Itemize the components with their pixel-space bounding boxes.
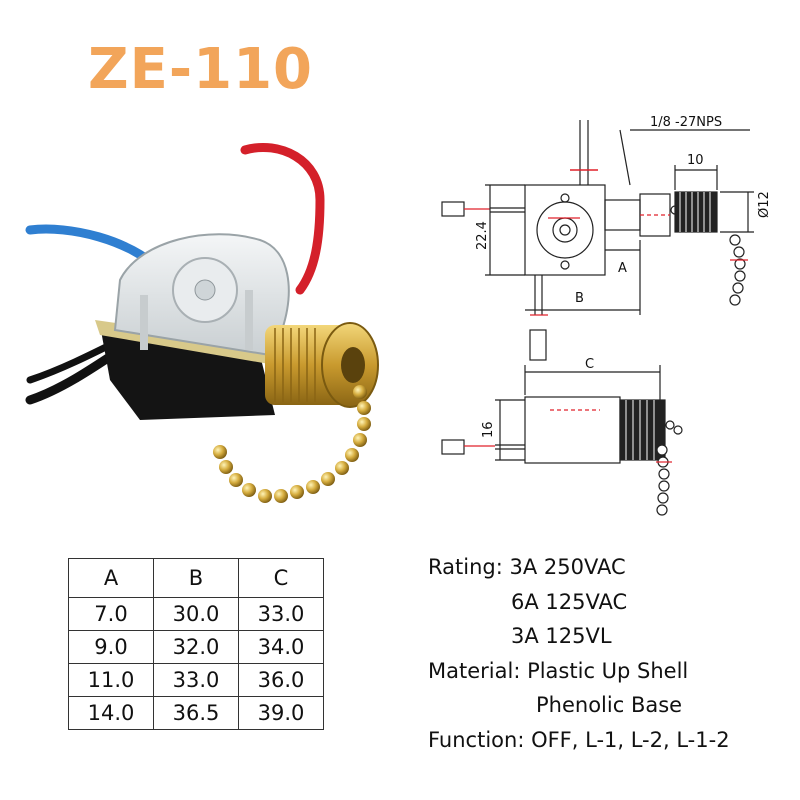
top-view (441, 120, 754, 361)
dim-16-label: 16 (481, 421, 496, 438)
table-cell: 14.0 (68, 696, 154, 730)
table-cell: 39.0 (238, 696, 324, 730)
header-a: A (68, 558, 154, 598)
product-photo (25, 142, 379, 503)
dim-c-label: C (585, 357, 594, 372)
table-cell: 36.5 (153, 696, 239, 730)
material-line: Material: Plastic Up Shell (428, 658, 689, 683)
dim-10-label: 10 (687, 153, 704, 168)
thread-label: 1/8 -27NPS (650, 115, 722, 130)
table-header-row: A B C (68, 558, 324, 598)
table-cell: 33.0 (238, 597, 324, 631)
table-row: 7.0 30.0 33.0 (68, 597, 324, 631)
material-line: Phenolic Base (536, 693, 683, 717)
pull-chain (213, 385, 371, 503)
header-b: B (153, 558, 239, 598)
table-cell: 9.0 (68, 630, 154, 664)
specifications: Rating: 3A 250VAC 6A 125VAC 3A 125VL Mat… (428, 550, 730, 757)
side-view (441, 365, 683, 516)
table-cell: 7.0 (68, 597, 154, 631)
table-cell: 11.0 (68, 663, 154, 697)
dim-22-4-label: 22.4 (475, 221, 490, 250)
table-cell: 33.0 (153, 663, 239, 697)
dimension-table: A B C 7.0 30.0 33.0 9.0 32.0 34.0 11.0 3… (68, 558, 324, 730)
table-row: 11.0 33.0 36.0 (68, 663, 324, 697)
table-cell: 36.0 (238, 663, 324, 697)
table-row: 9.0 32.0 34.0 (68, 630, 324, 664)
dim-b-label: B (575, 291, 584, 306)
dim-12-label: Ø12 (757, 191, 772, 218)
rating-line: Rating: 3A 250VAC (428, 555, 626, 579)
header-c: C (238, 558, 324, 598)
product-title: ZE-110 (88, 37, 313, 102)
rating-line: 6A 125VAC (511, 589, 628, 614)
function-line: Function: OFF, L-1, L-2, L-1-2 (428, 727, 730, 752)
table-cell: 30.0 (153, 597, 239, 631)
red-wire (240, 142, 325, 295)
dim-a-label: A (618, 261, 627, 276)
table-row: 14.0 36.5 39.0 (68, 696, 324, 730)
rating-line: 3A 125VL (511, 624, 612, 648)
dimension-drawing: 1/8 -27NPS 10 Ø12 22.4 A B C 16 (441, 115, 772, 516)
table-cell: 32.0 (153, 630, 239, 664)
table-cell: 34.0 (238, 630, 324, 664)
